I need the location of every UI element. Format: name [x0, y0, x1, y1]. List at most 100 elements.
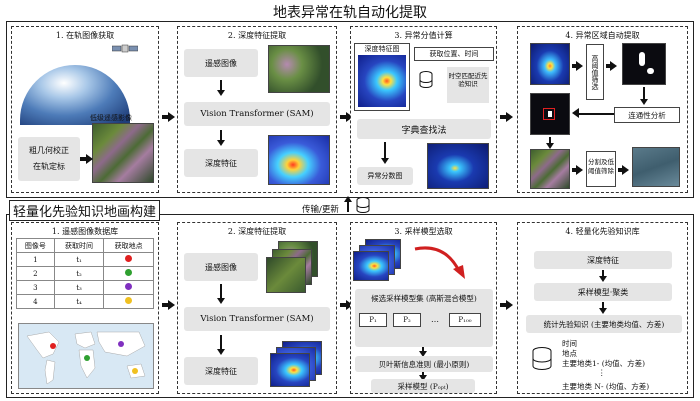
class-1-label: 主要地类1- (均值、方差) — [562, 359, 646, 368]
model-ellipsis: … — [431, 315, 439, 324]
deep-feature-thumb — [268, 135, 330, 185]
connected-regions-image — [530, 93, 570, 135]
model-p1: P₁ — [359, 313, 387, 327]
panel-header: 3. 异常分值计算 — [394, 31, 453, 40]
bottom-frame — [6, 214, 694, 398]
database-icon — [419, 71, 433, 93]
col-header: 获取地点 — [103, 238, 154, 253]
flow-arrow — [162, 112, 175, 122]
arrow — [217, 80, 225, 96]
segmentation-image — [530, 149, 570, 189]
satellite-icon — [111, 41, 139, 61]
panel-header: 2. 深度特征提取 — [227, 31, 287, 40]
arrow — [546, 137, 554, 149]
flow-arrow — [340, 300, 353, 310]
time-label: 时间 — [562, 339, 577, 348]
feature-map-image — [358, 55, 406, 107]
panel-header: 3. 采样模型选取 — [394, 227, 453, 236]
col-header: 图像号 — [16, 238, 55, 253]
deep-feature-box: 深度特征 — [534, 251, 672, 269]
arrow — [419, 372, 427, 381]
arrow — [381, 142, 389, 164]
top-title: 地表异常在轨自动化提取 — [273, 5, 427, 21]
database-icon — [356, 197, 370, 217]
statistics-box: 统计先验知识 (主要地类均值、方差) — [526, 315, 682, 333]
low-level-image — [92, 123, 154, 183]
flow-arrow — [162, 300, 175, 310]
arrow — [217, 284, 225, 304]
top-frame — [6, 21, 694, 198]
remote-image-box: 遥感图像 — [184, 49, 258, 77]
panel-header: 4. 轻量化先验知识库 — [565, 227, 640, 236]
cluster-box: 采样模型·聚类 — [534, 283, 672, 301]
arrow — [572, 61, 583, 71]
database-icon — [532, 347, 552, 375]
geometric-calibration-box: 粗几何校正 在轨定标 — [18, 137, 80, 181]
arrow — [618, 165, 629, 175]
top-panel-4: 4. 异常区域自动提取 高阈值筛选 连通性分析 分割及低阈值筛除 — [517, 26, 688, 193]
arrow — [572, 165, 583, 175]
location-dot — [125, 283, 133, 290]
panel-header: 1. 在轨图像获取 — [55, 31, 115, 40]
flow-arrow — [340, 112, 353, 122]
world-map — [18, 323, 154, 389]
location-dot — [125, 255, 133, 262]
arrow — [599, 270, 607, 282]
remote-image-box: 遥感图像 — [184, 253, 258, 281]
arrowhead-left — [572, 108, 579, 118]
place-label: 地点 — [562, 349, 577, 358]
flow-arrow — [500, 112, 513, 122]
high-threshold-box: 高阈值筛选 — [586, 44, 604, 100]
feature-map-label: 深度特征图 — [364, 45, 400, 53]
arrow — [606, 61, 617, 71]
candidate-label: 候选采样模型集 (高斯混合模型) — [371, 294, 477, 303]
final-result-image — [632, 147, 680, 187]
ellipsis-dots: ⋮ — [598, 368, 606, 377]
low-level-image-label: 低级遥感影像 — [90, 114, 132, 122]
location-dot — [125, 269, 133, 276]
bottom-panel-4: 4. 轻量化先验知识库 深度特征 采样模型·聚类 统计先验知识 (主要地类均值、… — [517, 222, 688, 394]
vit-box: Vision Transformer (SAM) — [184, 102, 330, 126]
connectivity-box: 连通性分析 — [614, 107, 680, 123]
remote-image-thumb — [268, 45, 330, 93]
curved-arrow — [411, 243, 471, 287]
arrow — [217, 130, 225, 146]
bottom-panel-3: 3. 采样模型选取 候选采样模型集 (高斯混合模型) P₁ P₂ … P₁₀₀ … — [350, 222, 497, 394]
get-position-box: 获取位置、时间 — [414, 47, 494, 61]
anomaly-score-image — [427, 143, 489, 189]
spacetime-match-box: 时空匹配近先验知识 — [447, 67, 489, 103]
col-header: 获取时间 — [53, 238, 105, 253]
panel-header: 4. 异常区域自动提取 — [565, 31, 640, 40]
threshold-result-image — [622, 43, 666, 85]
optimal-model-box: 采样模型 (Pₒₚₜ) — [371, 379, 475, 393]
panel-header: 1. 遥感图像数据库 — [51, 227, 119, 236]
transfer-label: 传输/更新 — [302, 205, 339, 215]
top-panel-3: 3. 异常分值计算 深度特征图 获取位置、时间 时空匹配近先验知识 字典查找法 … — [350, 26, 497, 193]
panel-header: 2. 深度特征提取 — [227, 227, 287, 236]
bottom-panel-2: 2. 深度特征提取 遥感图像 Vision Transformer (SAM) … — [177, 222, 337, 394]
segmentation-box: 分割及低阈值筛除 — [586, 151, 616, 187]
score-image — [530, 43, 570, 85]
location-dot — [125, 297, 133, 304]
transfer-arrow — [344, 196, 352, 212]
model-p2: P₂ — [393, 313, 421, 327]
feature-map-frame: 深度特征图 — [354, 43, 410, 111]
arrow — [217, 335, 225, 355]
candidate-model-set: 候选采样模型集 (高斯混合模型) P₁ P₂ … P₁₀₀ — [355, 289, 493, 347]
top-panel-2: 2. 深度特征提取 遥感图像 Vision Transformer (SAM) … — [177, 26, 337, 193]
deep-feature-box: 深度特征 — [184, 149, 258, 177]
arrow — [419, 347, 427, 357]
dictionary-lookup-box: 字典查找法 — [357, 119, 491, 139]
bottom-title: 轻量化先验知识地画构建 — [9, 200, 161, 221]
vit-box: Vision Transformer (SAM) — [184, 307, 330, 331]
arrow — [578, 113, 614, 115]
anomaly-score-box: 异常分数图 — [357, 167, 413, 185]
deep-feature-box: 深度特征 — [184, 357, 258, 385]
arrow — [599, 302, 607, 314]
stack-image-1 — [266, 257, 306, 293]
